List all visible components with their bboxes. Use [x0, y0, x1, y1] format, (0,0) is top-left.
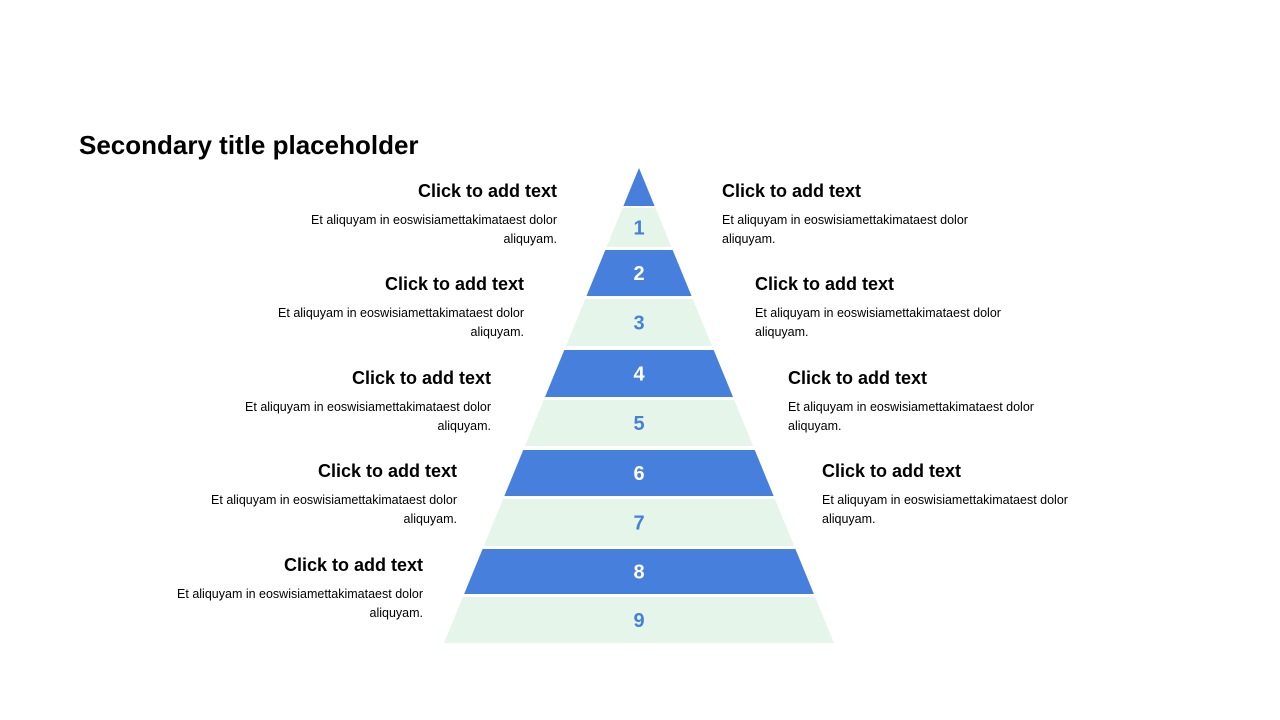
left-text-block-5[interactable]: Click to add text Et aliquyam in eoswisi…: [143, 554, 423, 623]
pyramid-level-4[interactable]: [544, 350, 734, 397]
pyramid-level-label: 2: [633, 263, 644, 285]
block-body[interactable]: Et aliquyam in eoswisiamettakimataest do…: [278, 306, 524, 339]
right-text-block-1[interactable]: Click to add text Et aliquyam in eoswisi…: [722, 180, 1002, 249]
block-body[interactable]: Et aliquyam in eoswisiamettakimataest do…: [211, 493, 457, 526]
slide-title[interactable]: Secondary title placeholder: [79, 130, 419, 160]
pyramid-level-8[interactable]: [464, 549, 814, 594]
block-body[interactable]: Et aliquyam in eoswisiamettakimataest do…: [755, 306, 1001, 339]
right-text-block-3[interactable]: Click to add text Et aliquyam in eoswisi…: [788, 367, 1068, 436]
block-body[interactable]: Et aliquyam in eoswisiamettakimataest do…: [311, 213, 557, 246]
block-heading[interactable]: Click to add text: [283, 555, 423, 575]
block-heading[interactable]: Click to add text: [755, 274, 895, 294]
pyramid-level-label: 4: [633, 364, 645, 386]
pyramid-level-1[interactable]: [606, 208, 672, 247]
left-text-block-2[interactable]: Click to add text Et aliquyam in eoswisi…: [244, 273, 524, 342]
block-heading[interactable]: Click to add text: [417, 181, 557, 201]
block-body[interactable]: Et aliquyam in eoswisiamettakimataest do…: [822, 493, 1068, 526]
pyramid-level-label: 3: [633, 313, 644, 335]
pyramid-level-3[interactable]: [565, 299, 713, 346]
pyramid-level-label: 8: [633, 562, 644, 584]
block-heading[interactable]: Click to add text: [317, 461, 457, 481]
block-heading[interactable]: Click to add text: [788, 368, 928, 388]
pyramid-level-2[interactable]: [586, 250, 692, 296]
block-body[interactable]: Et aliquyam in eoswisiamettakimataest do…: [177, 587, 423, 620]
left-text-block-1[interactable]: Click to add text Et aliquyam in eoswisi…: [277, 180, 557, 249]
pyramid-level-0[interactable]: [623, 168, 655, 206]
block-heading[interactable]: Click to add text: [351, 368, 491, 388]
right-text-block-2[interactable]: Click to add text Et aliquyam in eoswisi…: [755, 273, 1035, 342]
pyramid-level-7[interactable]: [483, 499, 795, 546]
block-body[interactable]: Et aliquyam in eoswisiamettakimataest do…: [245, 400, 491, 433]
block-body[interactable]: Et aliquyam in eoswisiamettakimataest do…: [788, 400, 1034, 433]
block-body[interactable]: Et aliquyam in eoswisiamettakimataest do…: [722, 213, 968, 246]
pyramid-level-label: 7: [633, 513, 644, 535]
pyramid-level-label: 9: [633, 610, 644, 632]
left-text-block-3[interactable]: Click to add text Et aliquyam in eoswisi…: [211, 367, 491, 436]
pyramid-level-5[interactable]: [524, 400, 754, 446]
pyramid-level-label: 5: [633, 413, 644, 435]
block-heading[interactable]: Click to add text: [722, 181, 862, 201]
right-text-block-4[interactable]: Click to add text Et aliquyam in eoswisi…: [822, 460, 1102, 529]
pyramid-level-9[interactable]: [444, 597, 834, 643]
pyramid-level-label: 6: [633, 463, 644, 485]
left-text-block-4[interactable]: Click to add text Et aliquyam in eoswisi…: [177, 460, 457, 529]
pyramid-level-label: 1: [633, 218, 644, 240]
block-heading[interactable]: Click to add text: [384, 274, 524, 294]
block-heading[interactable]: Click to add text: [822, 461, 962, 481]
pyramid-level-6[interactable]: [504, 450, 774, 496]
